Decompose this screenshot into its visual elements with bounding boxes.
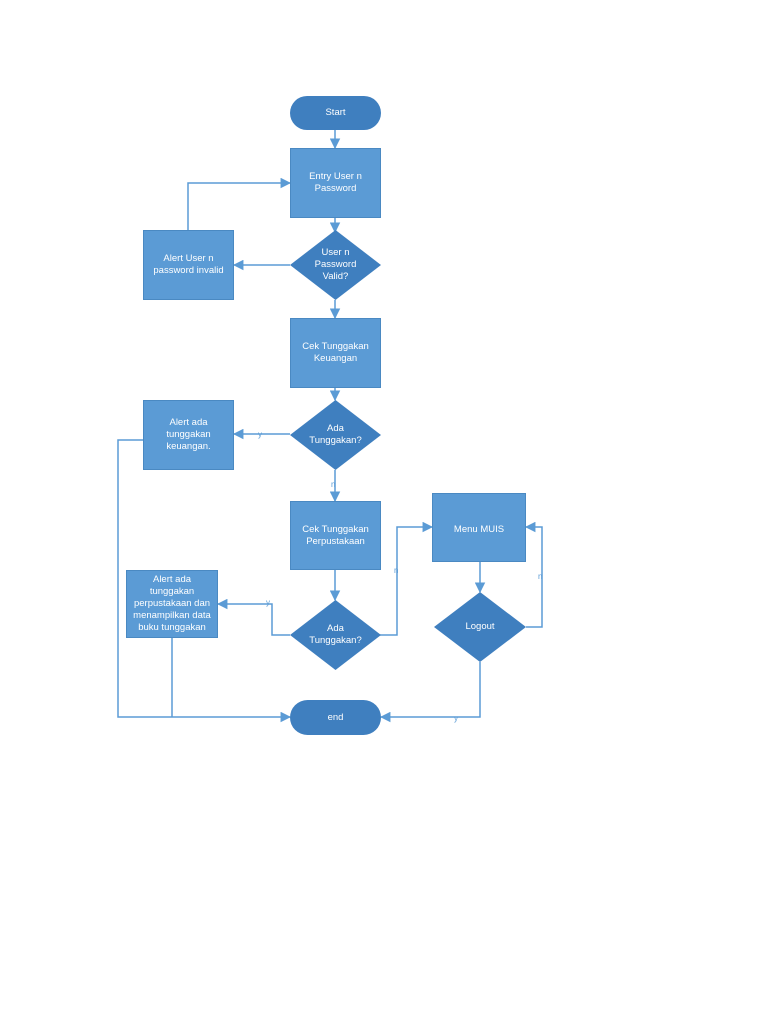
edge-decision-alert-perpustakaan: [216, 598, 290, 636]
edge-label-perpustakaan-no: n: [394, 566, 399, 575]
alert-perpustakaan-label: Alert ada tunggakan perpustakaan dan men…: [133, 574, 211, 633]
cek-keuangan-label: Cek Tunggakan Keuangan: [302, 341, 369, 364]
decision-valid-label: User n Password Valid?: [314, 247, 357, 282]
decision-logout-label: Logout: [465, 621, 495, 632]
entry-user-label: Entry User n Password: [309, 171, 362, 194]
edge-alert-keuangan-end: [117, 439, 292, 723]
start-terminal: Start: [290, 96, 381, 130]
alert-keuangan-label: Alert ada tunggakan keuangan.: [166, 417, 211, 452]
edge-label-perpustakaan-yes: y: [266, 598, 270, 607]
edge-logout-end: [379, 662, 481, 723]
edge-label-logout-no: n: [538, 572, 543, 581]
cek-keuangan-box: Cek Tunggakan Keuangan: [290, 318, 381, 388]
decision-perpustakaan-label: Ada Tunggakan?: [309, 623, 362, 646]
edge-logout-menu: [524, 521, 543, 628]
edge-decision-menu: [380, 521, 434, 636]
menu-muis-box: Menu MUIS: [432, 493, 526, 562]
alert-invalid-label: Alert User n password invalid: [153, 253, 224, 276]
alert-perpustakaan-box: Alert ada tunggakan perpustakaan dan men…: [126, 570, 218, 638]
edge-alert-entry: [187, 177, 292, 230]
decision-keuangan-label: Ada Tunggakan?: [309, 423, 362, 446]
edge-label-logout-yes: y: [454, 714, 458, 723]
alert-keuangan-box: Alert ada tunggakan keuangan.: [143, 400, 234, 470]
alert-invalid-box: Alert User n password invalid: [143, 230, 234, 300]
end-terminal: end: [290, 700, 381, 735]
edge-label-keuangan-no: n: [331, 480, 336, 489]
decision-keuangan: Ada Tunggakan?: [290, 400, 381, 470]
edge-label-keuangan-yes: y: [258, 430, 262, 439]
decision-perpustakaan: Ada Tunggakan?: [290, 600, 381, 670]
menu-muis-label: Menu MUIS: [453, 524, 505, 535]
cek-perpustakaan-label: Cek Tunggakan Perpustakaan: [302, 523, 369, 547]
decision-valid: User n Password Valid?: [290, 230, 381, 300]
start-label: Start: [325, 107, 346, 118]
entry-user-box: Entry User n Password: [290, 148, 381, 218]
decision-logout: Logout: [434, 592, 526, 662]
end-label: end: [327, 711, 344, 723]
cek-perpustakaan-box: Cek Tunggakan Perpustakaan: [290, 501, 381, 570]
